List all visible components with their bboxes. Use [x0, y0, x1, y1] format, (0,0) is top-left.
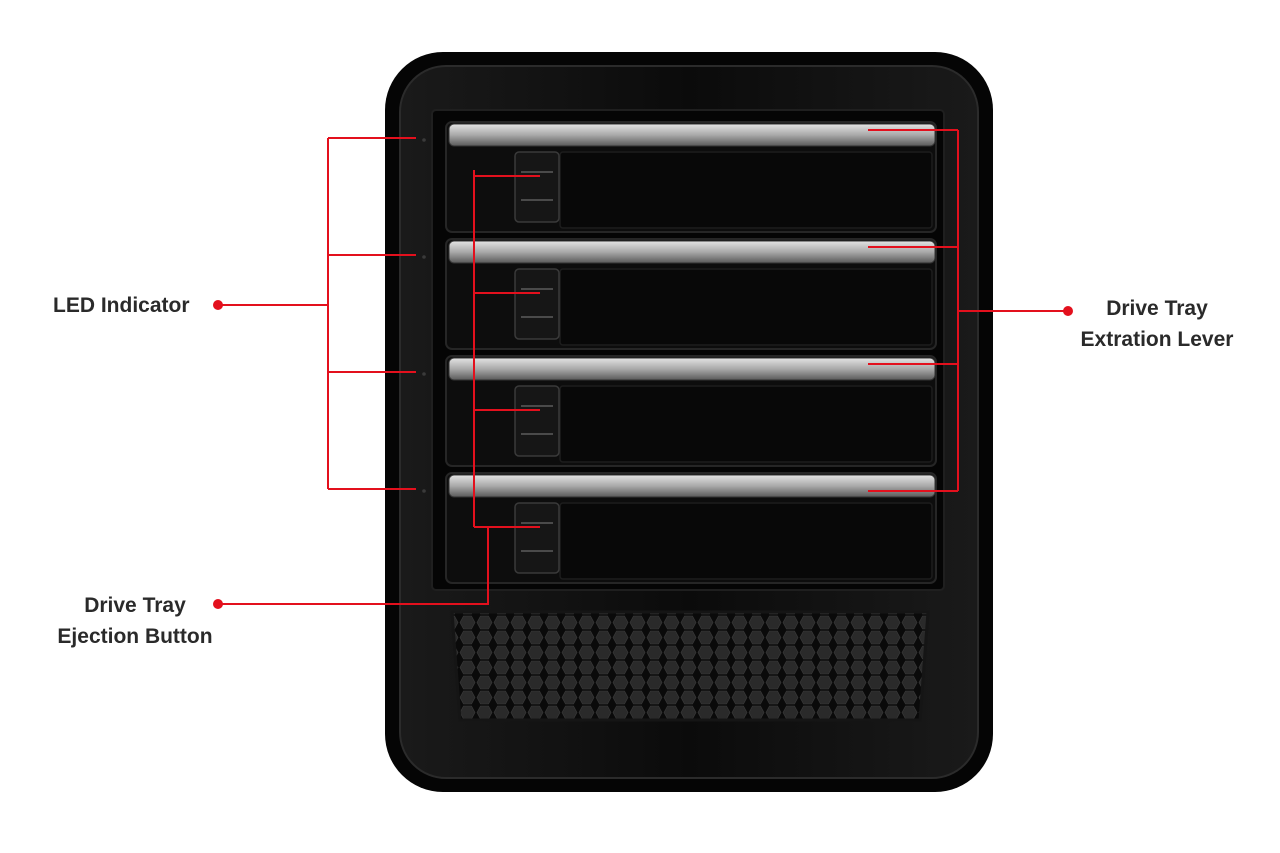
led-callout-dot — [213, 300, 223, 310]
extraction-lever-text-line2: Extration Lever — [1080, 328, 1234, 351]
tray-panel — [559, 268, 933, 346]
tray-panel — [559, 151, 933, 229]
lever-callout-dot — [1063, 306, 1073, 316]
led-indicator — [422, 138, 426, 142]
eject-callout-dot — [213, 599, 223, 609]
extraction-lever-text-line1: Drive Tray — [1106, 297, 1208, 320]
drive-tray-4 — [422, 472, 937, 584]
drive-tray-3 — [422, 355, 937, 467]
ejection-button — [514, 502, 560, 574]
extraction-lever — [448, 123, 936, 147]
extraction-lever — [448, 474, 936, 498]
extraction-lever-label: Drive Tray Extration Lever — [1062, 293, 1252, 355]
tray-panel — [559, 502, 933, 580]
ejection-button — [514, 151, 560, 223]
led-indicator — [422, 489, 426, 493]
ejection-button-text-line1: Drive Tray — [84, 594, 186, 617]
tray-panel — [559, 385, 933, 463]
ejection-button — [514, 268, 560, 340]
ventilation-grille — [450, 610, 930, 722]
extraction-lever — [448, 240, 936, 264]
drive-bays — [422, 121, 937, 584]
ejection-button-text-line2: Ejection Button — [57, 625, 213, 648]
eject-leader — [218, 527, 489, 605]
led-indicator-label: LED Indicator — [53, 290, 190, 321]
extraction-lever — [448, 357, 936, 381]
callout-lines — [213, 129, 1073, 609]
drive-tray-1 — [422, 121, 937, 233]
ejection-button-label: Drive Tray Ejection Button — [30, 590, 240, 652]
led-indicator — [422, 255, 426, 259]
led-indicator — [422, 372, 426, 376]
ejection-button — [514, 385, 560, 457]
drive-tray-2 — [422, 238, 937, 350]
led-indicator-text: LED Indicator — [53, 294, 190, 317]
